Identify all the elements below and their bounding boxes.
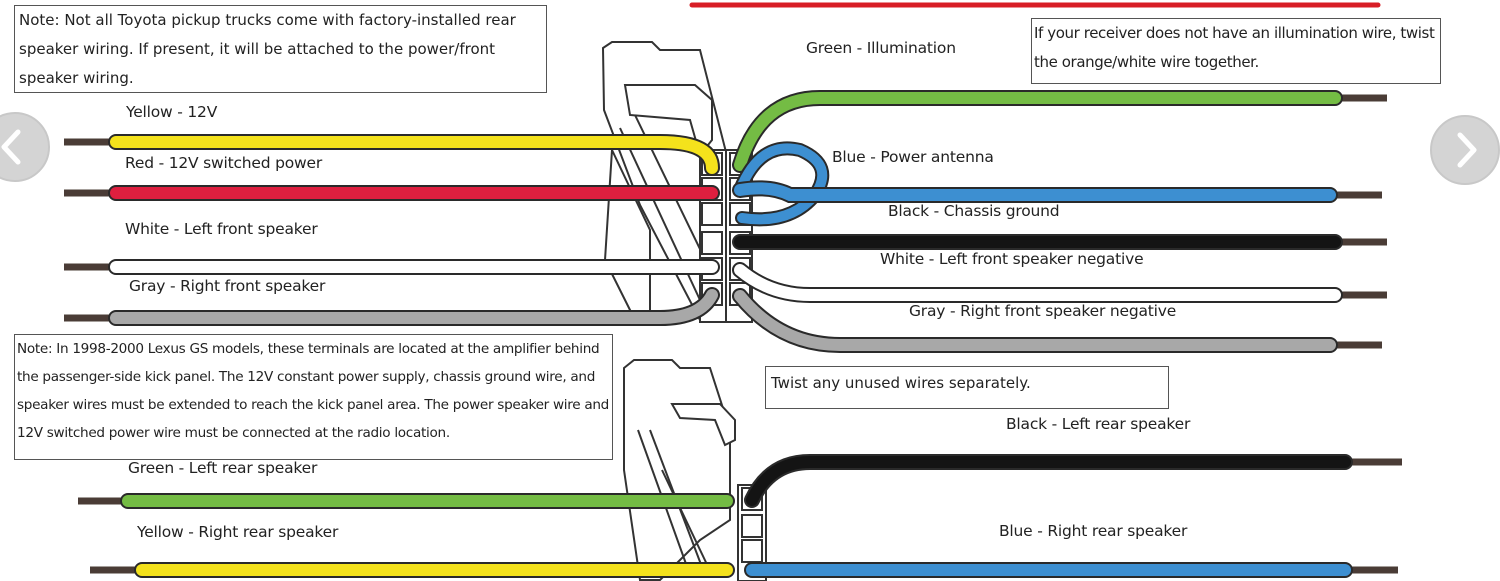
note-unused-wires: Twist any unused wires separately. [765, 366, 1169, 409]
wire-white-left-front-speaker-negative [734, 264, 1341, 301]
upper-connector [601, 41, 753, 323]
wire-yellow-12v [110, 136, 718, 174]
wire-blue-power-antenna [734, 182, 1336, 201]
wire-gray-right-front-speaker [110, 289, 718, 324]
wire-label-gray-right-front: Gray - Right front speaker [129, 277, 326, 295]
wire-label-gray-right-front-negative: Gray - Right front speaker negative [909, 302, 1177, 320]
next-image-button[interactable] [1430, 115, 1500, 185]
wire-label-blue-power-antenna: Blue - Power antenna [832, 148, 994, 166]
wire-loop-blue-power-antenna [735, 143, 828, 225]
wire-label-yellow-12v: Yellow - 12V [126, 103, 218, 121]
wire-green-illumination [734, 92, 1341, 171]
wire-label-blue-right-rear: Blue - Right rear speaker [999, 522, 1188, 540]
wire-label-black-left-rear: Black - Left rear speaker [1006, 415, 1191, 433]
wire-label-white-left-front: White - Left front speaker [125, 220, 318, 238]
previous-image-button[interactable] [0, 112, 50, 182]
chevron-left-icon [1, 129, 21, 165]
note-illumination: If your receiver does not have an illumi… [1031, 18, 1441, 84]
note-lexus-gs: Note: In 1998-2000 Lexus GS models, thes… [14, 334, 613, 460]
wire-label-white-left-front-negative: White - Left front speaker negative [880, 250, 1144, 268]
wire-gray-right-front-speaker-negative [734, 290, 1336, 351]
lower-connector [623, 359, 767, 581]
wire-label-green-illumination: Green - Illumination [806, 39, 956, 57]
note-factory-wiring: Note: Not all Toyota pickup trucks come … [14, 5, 547, 93]
wire-outline-green-illumination [732, 90, 1343, 173]
wire-black-left-rear-speaker [746, 456, 1351, 506]
wire-label-green-left-rear: Green - Left rear speaker [128, 459, 318, 477]
chevron-right-icon [1457, 132, 1477, 168]
wire-label-yellow-right-rear: Yellow - Right rear speaker [137, 523, 339, 541]
wire-label-black-chassis-ground: Black - Chassis ground [888, 202, 1060, 220]
wire-label-red-switched-power: Red - 12V switched power [125, 154, 323, 172]
